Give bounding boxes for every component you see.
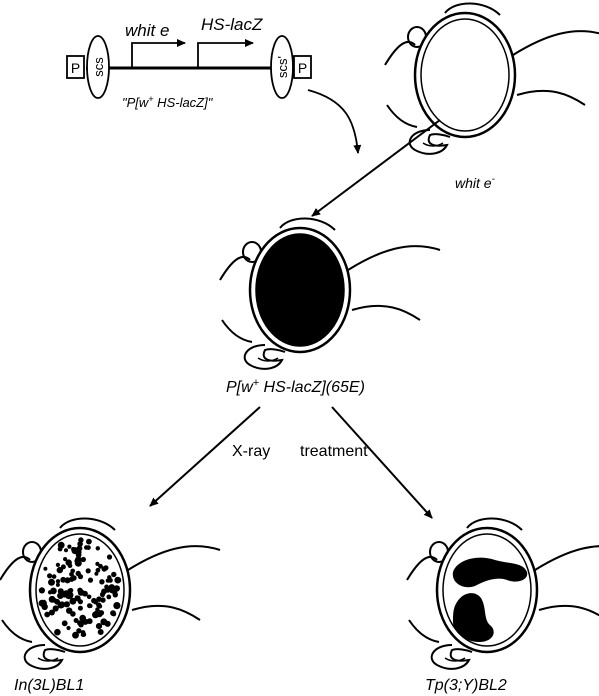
pigment-spot — [87, 595, 92, 600]
pigment-spot — [96, 546, 100, 550]
p-construct: P scs scs' P whit e HS-lacZ "P[w+ HS-lac… — [67, 15, 311, 110]
pigment-spot — [39, 587, 45, 593]
white-minus-label: whit e- — [455, 174, 496, 191]
pigment-spot — [107, 575, 111, 579]
pigment-spot — [98, 629, 104, 635]
pigment-spot — [96, 568, 101, 573]
xray-label: X-ray — [232, 443, 270, 460]
scs-label-left: scs — [91, 57, 106, 77]
pigment-spot — [74, 559, 78, 563]
pigment-spot — [48, 579, 55, 586]
pigment-spot — [51, 588, 57, 594]
pigment-spot — [70, 611, 76, 617]
pigment-spot — [92, 611, 99, 618]
pigment-spot — [47, 573, 52, 578]
pigment-spot — [95, 562, 99, 566]
p-label-left: P — [71, 60, 80, 76]
pigment-spot — [43, 567, 47, 571]
cross-arrow — [312, 120, 440, 216]
pigment-spot — [56, 583, 60, 587]
pigment-spot — [58, 602, 65, 609]
pigment-spot — [99, 579, 104, 584]
pigment-spot — [106, 595, 111, 600]
red-eye-pigment — [256, 234, 344, 346]
pigment-spot — [58, 542, 65, 549]
pigment-spot — [60, 577, 66, 583]
pigment-spot — [107, 554, 112, 559]
pigment-spot — [111, 612, 116, 617]
lacz-gene-label: HS-lacZ — [201, 15, 263, 34]
construct-name: "P[w+ HS-lacZ]" — [122, 94, 214, 110]
pigment-spot — [66, 626, 70, 630]
pigment-spot — [84, 545, 89, 550]
pigment-spot — [78, 606, 83, 611]
construct-to-injection-arrow — [308, 90, 358, 153]
pigment-spot — [96, 596, 102, 602]
pigment-spot — [75, 595, 79, 599]
pigment-spot — [64, 548, 68, 552]
pigment-spot — [103, 565, 108, 570]
pigment-spot — [114, 577, 121, 584]
pigment-spot — [42, 604, 48, 610]
pigment-spot — [87, 603, 92, 608]
treatment-label: treatment — [300, 443, 368, 460]
pigment-spot — [66, 559, 72, 565]
pigment-spot — [86, 568, 91, 573]
pigment-spot — [56, 579, 60, 583]
pigment-spot — [54, 629, 61, 636]
transformant-fly — [220, 218, 440, 368]
in3l-label: In(3L)BL1 — [14, 677, 84, 694]
pigment-spot — [62, 620, 68, 626]
pigment-spot — [56, 563, 60, 567]
pigment-spot — [52, 574, 57, 579]
pigment-spot — [70, 569, 75, 574]
scs-label-right: scs' — [275, 56, 290, 78]
pigment-spot — [77, 588, 82, 593]
pigment-spot — [81, 632, 86, 637]
pigment-spot — [78, 537, 83, 542]
pigment-spot — [109, 589, 113, 593]
pigment-spot — [76, 628, 81, 633]
pigment-spot — [57, 592, 64, 599]
pigment-spot — [44, 612, 50, 618]
pigment-spot — [113, 602, 120, 609]
pigment-spot — [95, 607, 99, 611]
pigment-spot — [61, 564, 66, 569]
pigment-spot — [111, 572, 116, 577]
white-minus-fly — [385, 3, 599, 153]
patched-fly-right — [407, 518, 599, 668]
pigment-spot — [64, 601, 70, 607]
pigment-spot — [78, 574, 83, 579]
pigment-spot — [86, 539, 92, 545]
pigment-spot — [42, 600, 46, 604]
pigment-spot — [76, 550, 82, 556]
xray-arrow-right — [332, 407, 432, 518]
p-label-right: P — [298, 60, 307, 76]
pigment-spot — [88, 578, 93, 583]
white-gene-label: whit e — [125, 21, 169, 40]
pigment-spot — [78, 599, 83, 604]
tp3y-label: Tp(3;Y)BL2 — [425, 677, 507, 694]
variegated-fly-left — [0, 518, 220, 668]
pigment-spot — [49, 596, 56, 603]
lacz-promoter-arrow — [198, 43, 253, 67]
pigment-spot — [67, 545, 71, 549]
pigment-spot — [113, 592, 118, 597]
pigment-spot — [100, 618, 107, 625]
pigment-spot — [74, 618, 79, 623]
white-promoter-arrow — [132, 43, 185, 67]
pigment-spot — [114, 585, 120, 591]
pigment-spot — [82, 620, 86, 624]
transformant-label: P[w+ HS-lacZ](65E) — [226, 377, 365, 396]
